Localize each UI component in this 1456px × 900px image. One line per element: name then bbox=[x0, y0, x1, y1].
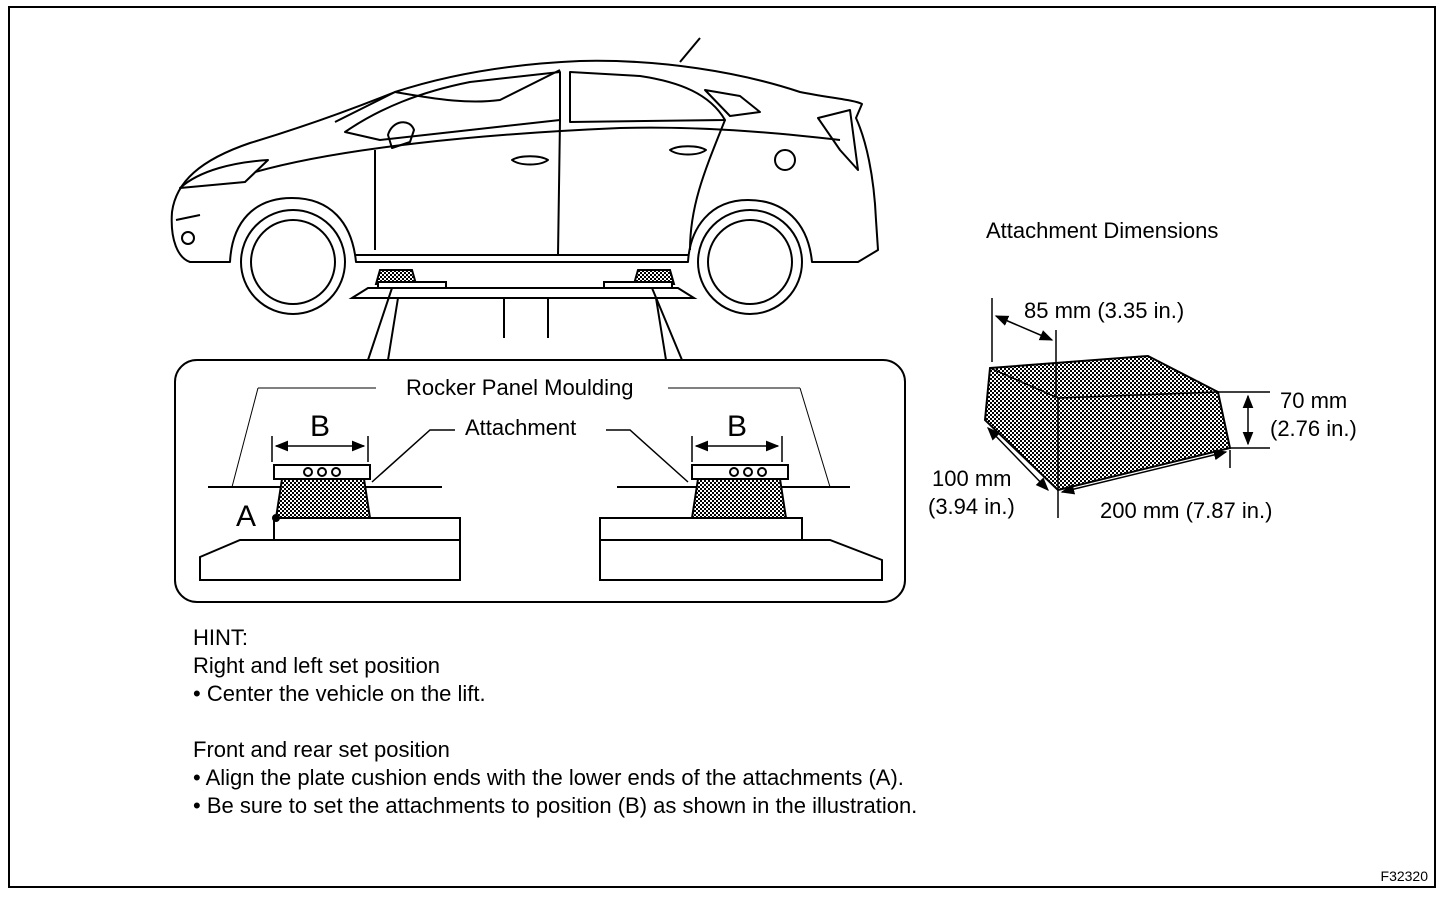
attachment-label: Attachment bbox=[465, 415, 577, 440]
dim-height-in: (2.76 in.) bbox=[1270, 416, 1357, 441]
rear-wheel bbox=[697, 209, 803, 315]
label-b-right: B bbox=[727, 410, 748, 443]
detail-title: Rocker Panel Moulding bbox=[400, 375, 640, 401]
label-a: A bbox=[236, 500, 257, 533]
hint-heading: HINT: bbox=[193, 625, 248, 650]
dim-height-mm: 70 mm bbox=[1280, 388, 1348, 413]
dim-length-top: 85 mm (3.35 in.) bbox=[1024, 298, 1185, 323]
dim-width: 200 mm (7.87 in.) bbox=[1100, 498, 1273, 523]
figure-id: F32320 bbox=[1380, 868, 1428, 884]
dimensions-title: Attachment Dimensions bbox=[986, 218, 1219, 243]
dim-depth-mm: 100 mm bbox=[932, 466, 1012, 491]
label-b-left: B bbox=[310, 410, 331, 443]
section2-item: • Be sure to set the attachments to posi… bbox=[193, 793, 918, 818]
section2-title: Front and rear set position bbox=[193, 737, 450, 762]
car-drawing bbox=[170, 37, 879, 263]
front-wheel bbox=[240, 209, 346, 315]
hint-section: HINT: Right and left set position • Cent… bbox=[193, 624, 917, 820]
detail-box bbox=[174, 359, 906, 603]
figure-frame bbox=[8, 6, 1436, 888]
lift bbox=[348, 269, 698, 361]
attachment-block-3d bbox=[983, 298, 1270, 518]
section1-title: Right and left set position bbox=[193, 653, 441, 678]
dim-depth-in: (3.94 in.) bbox=[928, 494, 1015, 519]
section1-item: • Center the vehicle on the lift. bbox=[193, 681, 486, 706]
section2-item: • Align the plate cushion ends with the … bbox=[193, 765, 904, 790]
